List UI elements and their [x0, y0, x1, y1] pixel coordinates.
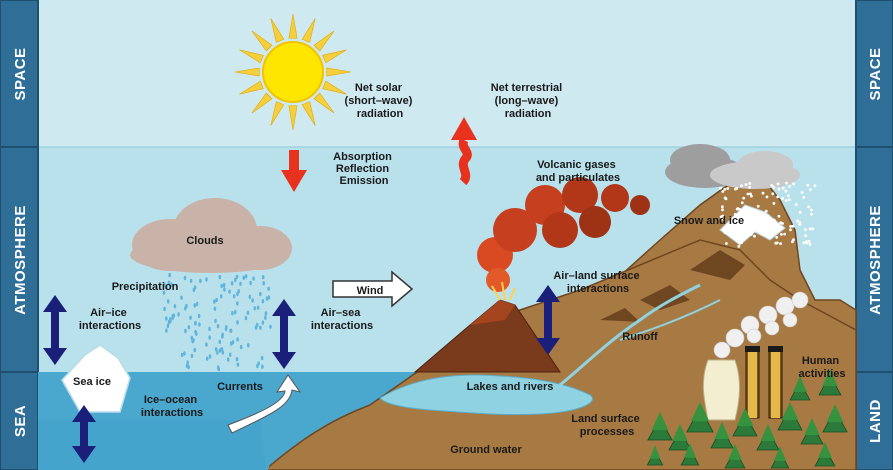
ice-ocean-label: Ice–ocean interactions: [141, 394, 203, 419]
sea-deep-area: [38, 420, 266, 470]
runoff-label: Runoff: [622, 331, 658, 343]
absorption-label: Absorption Reflection Emission: [333, 151, 395, 187]
volcanic-label: Volcanic gases and particulates: [536, 159, 620, 184]
zone-label-land-right: LAND: [867, 399, 884, 443]
lakes-rivers-label: Lakes and rivers: [467, 381, 554, 393]
right-zone-panel: SPACE ATMOSPHERE LAND: [855, 0, 893, 470]
air-ice-arrow: [43, 295, 67, 365]
zone-label-atmosphere-right: ATMOSPHERE: [867, 205, 884, 315]
air-land-label: Air–land surface interactions: [553, 270, 642, 295]
labels: Net solar (short–wave) radiation Net ter…: [73, 82, 846, 456]
ice-ocean-arrow: [72, 405, 96, 463]
terrestrial-radiation-arrow: [451, 117, 477, 186]
forest: [646, 369, 848, 469]
zone-label-sea-left: SEA: [12, 405, 29, 437]
air-sea-label: Air–sea interactions: [311, 307, 373, 332]
clouds-label: Clouds: [186, 235, 223, 247]
space-band: [38, 0, 856, 147]
rain-cloud: [130, 198, 292, 372]
land-surface-label: Land surface processes: [571, 413, 643, 438]
volcanic-plume: [477, 177, 650, 301]
left-zone-panel: SPACE ATMOSPHERE SEA: [0, 0, 39, 470]
factory: [702, 291, 809, 421]
zone-label-space-right: SPACE: [867, 47, 884, 100]
air-ice-label: Air–ice interactions: [79, 307, 141, 332]
sea-ice-label: Sea ice: [73, 376, 111, 388]
zone-label-space-left: SPACE: [12, 47, 29, 100]
wind-label: Wind: [357, 285, 384, 297]
currents-label: Currents: [217, 381, 263, 393]
ground-water-label: Ground water: [450, 444, 522, 456]
currents-arrow: [227, 374, 302, 434]
solar-radiation-arrow: [281, 150, 307, 192]
zone-label-atmosphere-left: ATMOSPHERE: [12, 205, 29, 315]
air-land-arrow: [536, 285, 560, 355]
net-solar-label: Net solar (short–wave) radiation: [345, 82, 416, 120]
sun-icon: [234, 13, 352, 131]
human-activities-label: Human activities: [798, 355, 845, 380]
net-terrestrial-label: Net terrestrial (long–wave) radiation: [491, 82, 566, 120]
air-sea-arrow: [272, 299, 296, 369]
snow-ice-label: Snow and ice: [674, 215, 744, 227]
mountain-clouds: [665, 144, 817, 248]
wind-arrow: [332, 270, 414, 308]
precipitation-label: Precipitation: [112, 281, 179, 293]
